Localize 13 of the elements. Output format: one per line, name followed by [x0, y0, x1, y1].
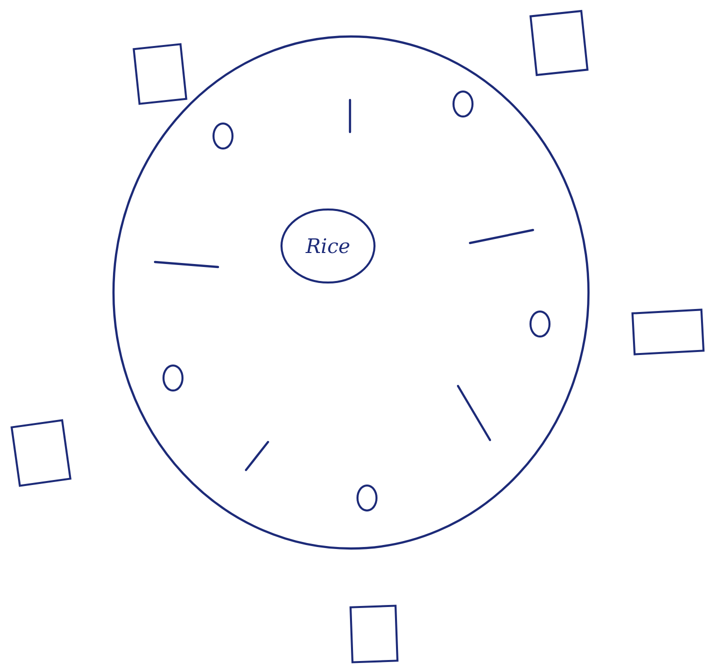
square-outline [10, 418, 72, 488]
circle-outline [112, 35, 590, 550]
square-outline [528, 9, 590, 77]
circle-outline [212, 122, 234, 150]
circle-outline [162, 364, 184, 392]
circle-outline [529, 310, 551, 338]
square-outline [132, 42, 188, 106]
node-label: Rice [304, 233, 352, 260]
circle-node [280, 208, 376, 284]
circle-outline [452, 90, 474, 118]
circle-outline [356, 484, 378, 512]
square-outline [349, 604, 399, 664]
square-outline [630, 308, 706, 356]
